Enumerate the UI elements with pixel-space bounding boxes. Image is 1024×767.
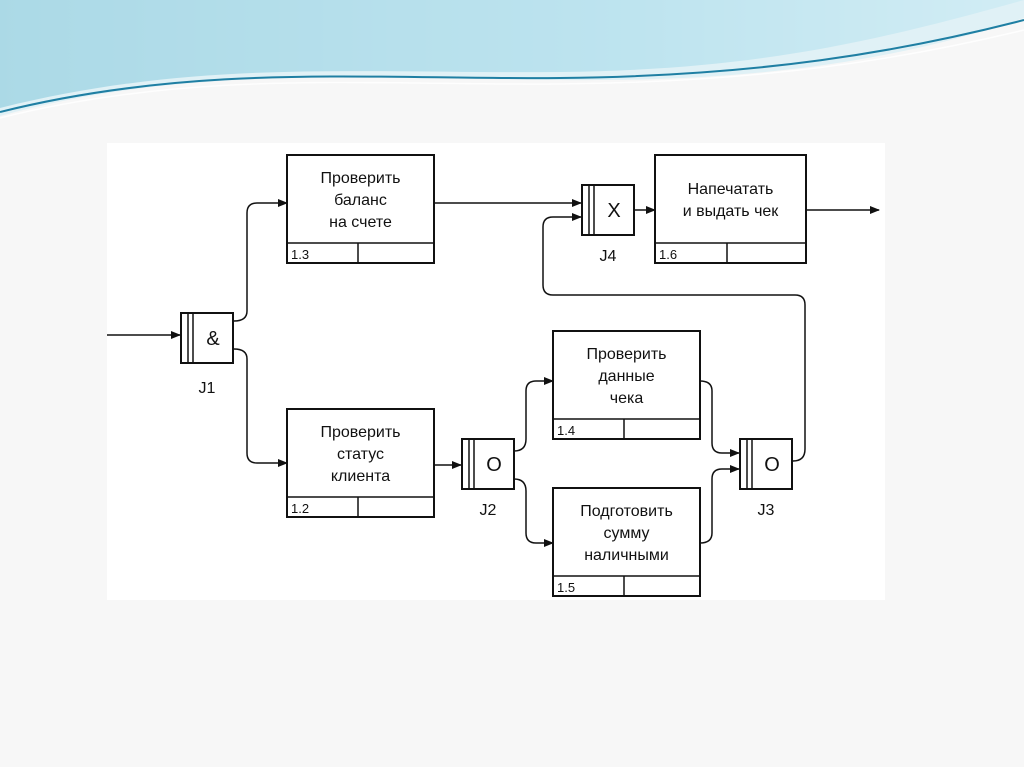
unit-label-line: на счете: [329, 214, 392, 231]
unit-number: 1.6: [659, 247, 677, 262]
unit-box-1-5: Подготовить сумму наличными 1.5: [552, 487, 701, 597]
header-wave-decoration: [0, 0, 1024, 119]
unit-label-line: данные: [598, 368, 654, 385]
junction-label: J4: [600, 248, 617, 265]
unit-box-1-2: Проверить статус клиента 1.2: [286, 408, 435, 518]
wave-band-light: [0, 0, 1024, 116]
unit-label-line: баланс: [334, 192, 387, 209]
junction-symbol: O: [764, 454, 780, 476]
junction-symbol: O: [486, 454, 502, 476]
unit-label-line: клиента: [331, 468, 390, 485]
unit-box-1-6: Напечатать и выдать чек 1.6: [654, 154, 807, 264]
arrow-1-4-to-j3: [699, 380, 740, 457]
junction-j2: O J2: [461, 438, 515, 519]
unit-label-line: наличными: [584, 547, 669, 564]
unit-label-line: сумму: [604, 525, 650, 542]
junction-j1: & J1: [180, 312, 234, 397]
unit-label-line: Проверить: [320, 170, 400, 187]
junction-j4: X J4: [581, 184, 635, 265]
junction-label: J1: [199, 380, 216, 397]
arrow-j3-to-j4: [542, 213, 806, 462]
junction-symbol: X: [607, 200, 620, 222]
arrow-j2-to-1-5: [513, 478, 554, 547]
unit-number: 1.3: [291, 247, 309, 262]
unit-number: 1.4: [557, 423, 575, 438]
unit-label-line: статус: [337, 446, 384, 463]
unit-label-line: и выдать чек: [683, 203, 780, 220]
junction-j3: O J3: [739, 438, 793, 519]
unit-box-frame: [286, 408, 435, 518]
unit-label-line: Проверить: [586, 346, 666, 363]
unit-box-frame: [552, 487, 701, 597]
unit-box-frame: [286, 154, 435, 264]
unit-label-line: Напечатать: [688, 181, 774, 198]
wave-line-white: [0, 29, 1024, 119]
unit-box-frame: [552, 330, 701, 440]
unit-box-frame: [654, 154, 807, 264]
junction-label: J3: [758, 502, 775, 519]
junction-symbol: &: [206, 328, 220, 350]
junction-label: J2: [480, 502, 497, 519]
unit-label-line: чека: [610, 390, 644, 407]
arrow-1-5-to-j3: [699, 465, 740, 544]
unit-label-line: Подготовить: [580, 503, 673, 520]
unit-label-line: Проверить: [320, 424, 400, 441]
junction-frame: [581, 184, 635, 236]
unit-number: 1.2: [291, 501, 309, 516]
connections: [107, 199, 880, 547]
unit-box-1-3: Проверить баланс на счете 1.3: [286, 154, 435, 264]
arrow-j1-to-1-3: [233, 199, 288, 322]
junction-frame: [180, 312, 234, 364]
unit-number: 1.5: [557, 580, 575, 595]
junction-frame: [739, 438, 793, 490]
junction-frame: [461, 438, 515, 490]
arrow-j1-to-1-2: [233, 348, 288, 467]
arrow-j2-to-1-4: [513, 377, 554, 452]
wave-line-dark: [0, 19, 1024, 113]
junctions: & J1O J2 O J3 X J4: [180, 184, 793, 519]
unit-box-1-4: Проверить данные чека 1.4: [552, 330, 701, 440]
